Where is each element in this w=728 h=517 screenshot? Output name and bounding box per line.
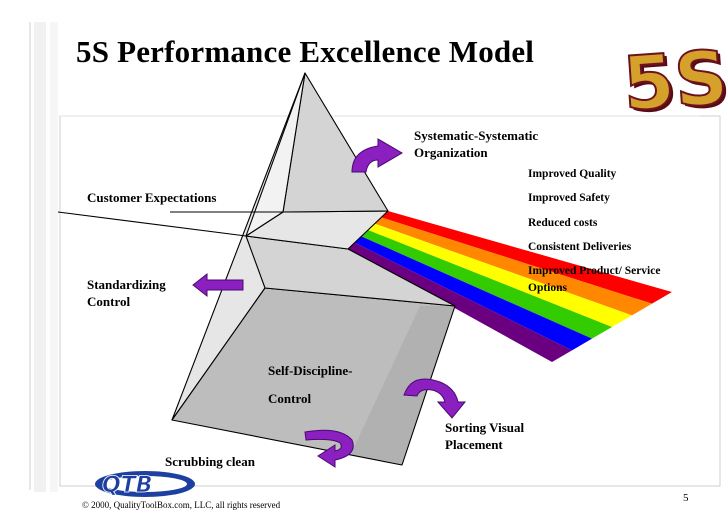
benefit-item: Options [528,282,567,295]
label-systematic: Systematic-Systematic Organization [414,128,539,160]
page-number: 5 [683,492,689,504]
spectrum-band [361,230,612,339]
spectrum-band [368,223,632,327]
benefit-item: Consistent Deliveries [528,240,632,253]
svg-text:QTB: QTB [102,473,152,498]
benefit-item: Improved Safety [528,192,610,205]
spectrum-band [348,242,572,362]
spectrum-beam [348,211,672,362]
arrow-standardizing [192,272,244,298]
benefit-item: Improved Quality [528,168,617,180]
label-sorting: Sorting Visual Placement [445,420,525,452]
svg-text:5S: 5S [620,35,728,128]
spectrum-band [374,217,652,316]
benefit-item: Reduced costs [528,216,598,229]
page-title: 5S Performance Excellence Model [76,34,535,69]
copyright-text: © 2000, QualityToolBox.com, LLC, all rig… [82,500,281,510]
label-customer-expectations: Customer Expectations [87,190,217,205]
label-scrubbing: Scrubbing clean [165,454,255,469]
pyramid-top-left-face [245,72,306,237]
qtb-logo-icon: QTB [95,471,195,498]
benefit-item: Improved Product/ Service [528,265,661,278]
arrow-systematic [351,138,403,173]
svg-text:5S: 5S [623,37,728,130]
label-self-discipline: Self-Discipline- Control [268,363,353,406]
5s-badge-icon: 5S 5S [619,34,728,131]
arrow-scrubbing [304,429,354,468]
label-standardizing: Standardizing Control [87,277,166,309]
left-bar-inner [50,22,58,492]
customer-line [57,211,247,237]
left-bar-outer [34,22,46,492]
spectrum-band [381,211,672,304]
spectrum-band [354,236,592,351]
arrow-sorting [403,378,467,419]
benefits-list: Improved Quality Improved Safety Reduced… [528,162,660,301]
